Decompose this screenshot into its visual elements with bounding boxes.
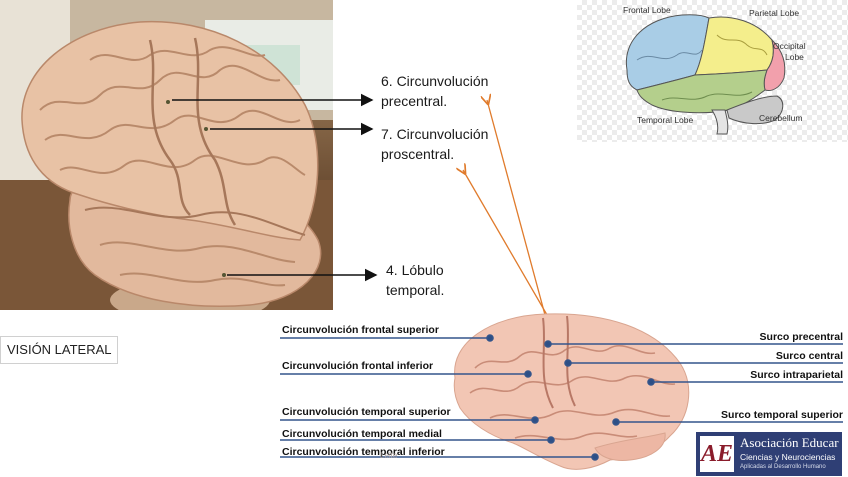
label-intraparietal-sulcus: Surco intraparietal: [750, 369, 843, 381]
label-central-sulcus: Surco central: [775, 350, 843, 362]
labeled-brain-diagram: [280, 313, 843, 470]
callout-precentral-line2: precentral.: [381, 93, 448, 109]
label-frontal-superior: Circunvolución frontal superior: [282, 324, 439, 336]
logo-tagline: Aplicadas al Desarrollo Humano: [740, 464, 826, 470]
cerebellum-label: Cerebellum: [759, 113, 803, 123]
brain-model-photo: [0, 0, 333, 310]
logo-subtitle: Ciencias y Neurociencias: [740, 452, 836, 462]
temporal-lobe-region: [636, 69, 768, 114]
callout-postcentral-line2: proscentral.: [381, 146, 455, 162]
label-superior-temporal-sulcus: Surco temporal superior: [721, 409, 843, 421]
brain-lobes-inset: Frontal Lobe Parietal Lobe Occipital Lob…: [577, 0, 848, 142]
label-precentral-sulcus: Surco precentral: [759, 331, 843, 343]
label-temporal-inferior: Circunvolución temporal inferior: [282, 446, 445, 458]
callout-temporal-line1: 4. Lóbulo: [386, 262, 444, 278]
callout-precentral: 6. Circunvolución precentral.: [381, 71, 488, 111]
occipital-lobe-label-1: Occipital: [773, 41, 806, 51]
label-temporal-medial: Circunvolución temporal medial: [282, 428, 442, 440]
logo-title: Asociación Educar: [740, 435, 839, 450]
callout-precentral-line1: 6. Circunvolución: [381, 73, 489, 89]
occipital-lobe-label-2: Lobe: [785, 52, 804, 62]
callout-temporal: 4. Lóbulo temporal.: [386, 260, 444, 300]
watermark-text: Leite: [380, 451, 398, 460]
brain-model-illustration: [0, 0, 333, 310]
label-temporal-superior: Circunvolución temporal superior: [282, 406, 451, 418]
lateral-view-label: VISIÓN LATERAL: [0, 336, 118, 364]
parietal-lobe-label: Parietal Lobe: [749, 8, 800, 18]
brainstem-region: [711, 109, 729, 135]
cerebellum-region: [726, 95, 784, 125]
logo-mark: AE: [700, 436, 734, 472]
asociacion-educar-logo: AE Asociación Educar Ciencias y Neurocie…: [696, 432, 842, 476]
lobes-illustration: [625, 14, 786, 135]
frontal-lobe-label: Frontal Lobe: [623, 5, 671, 15]
temporal-lobe-label: Temporal Lobe: [637, 115, 694, 125]
label-frontal-inferior: Circunvolución frontal inferior: [282, 360, 434, 372]
callout-postcentral: 7. Circunvolución proscentral.: [381, 124, 488, 164]
callout-postcentral-line1: 7. Circunvolución: [381, 126, 489, 142]
callout-temporal-line2: temporal.: [386, 282, 445, 298]
